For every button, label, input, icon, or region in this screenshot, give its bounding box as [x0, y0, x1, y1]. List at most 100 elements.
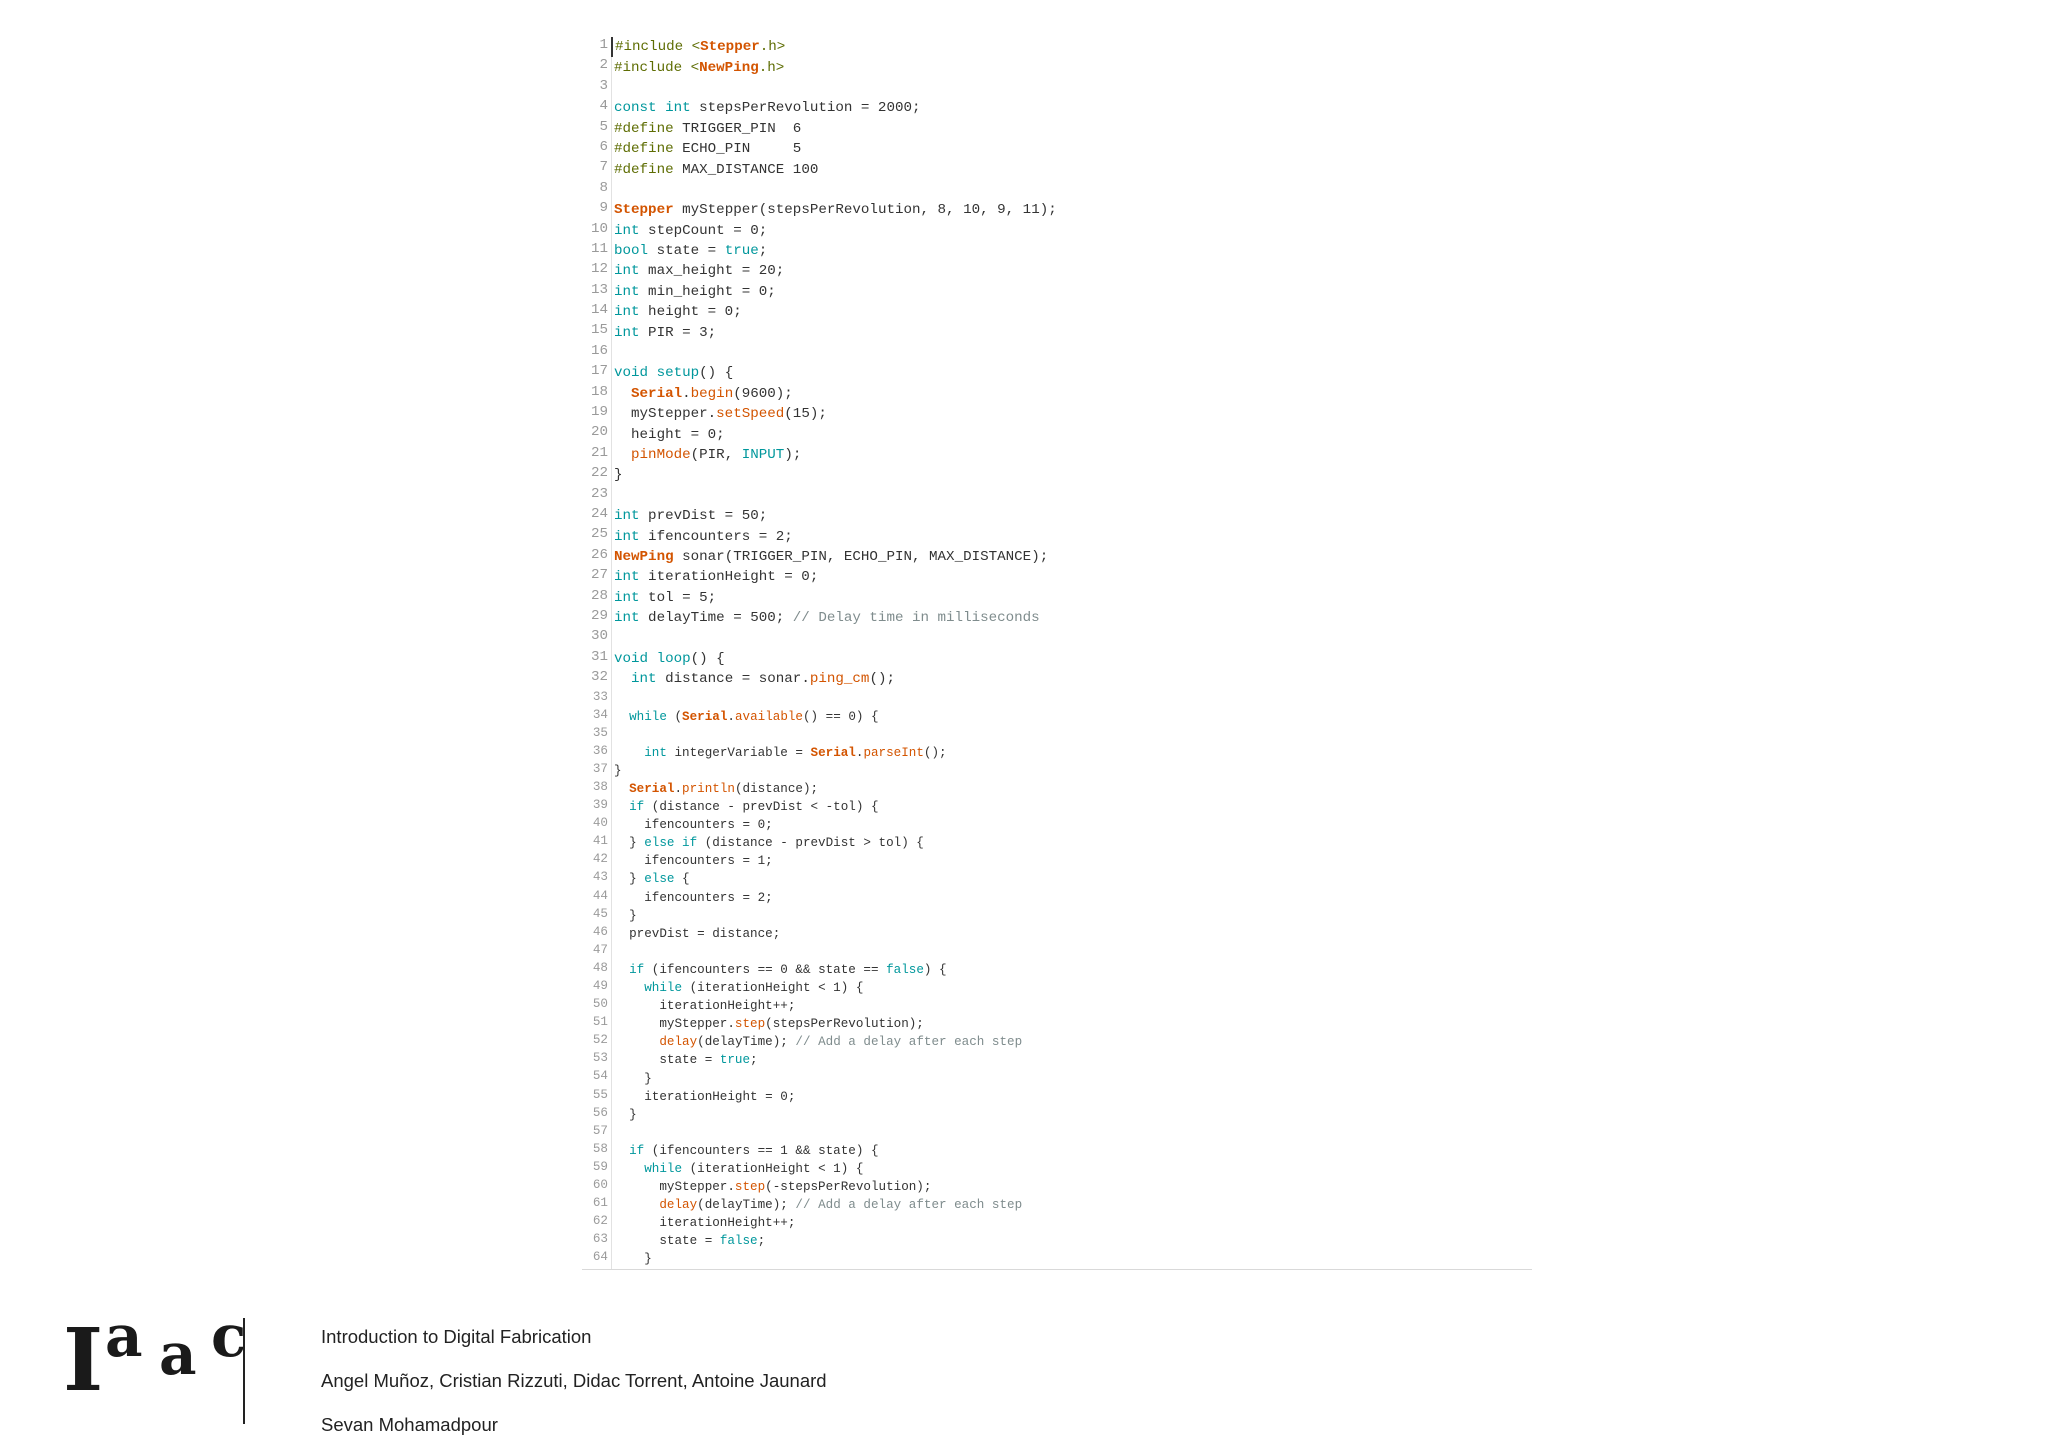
code-line[interactable]: 36 int integerVariable = Serial.parseInt… — [582, 743, 1532, 762]
code-text: } — [614, 1108, 1532, 1122]
code-line[interactable]: 64 } — [582, 1250, 1532, 1269]
code-line[interactable]: 50 iterationHeight++; — [582, 997, 1532, 1016]
code-line[interactable]: 19 myStepper.setSpeed(15); — [582, 404, 1532, 425]
code-line[interactable]: 2#include <NewPing.h> — [582, 57, 1532, 78]
code-line[interactable]: 54 } — [582, 1069, 1532, 1088]
code-line[interactable]: 59 while (iterationHeight < 1) { — [582, 1159, 1532, 1179]
line-number: 23 — [582, 485, 612, 506]
code-token: . — [674, 782, 683, 797]
code-line[interactable]: 7#define MAX_DISTANCE 100 — [582, 159, 1532, 180]
code-token: setSpeed — [716, 406, 785, 423]
code-line[interactable]: 37} — [582, 761, 1532, 780]
code-line[interactable]: 8 — [582, 179, 1532, 201]
line-number: 56 — [582, 1105, 612, 1124]
code-token: while — [644, 1161, 683, 1176]
code-line[interactable]: 30 — [582, 628, 1532, 649]
code-line[interactable]: 33 — [582, 689, 1532, 708]
code-line[interactable]: 61 delay(delayTime); // Add a delay afte… — [582, 1196, 1532, 1215]
code-line[interactable]: 23 — [582, 485, 1532, 506]
code-line[interactable]: 47 — [582, 942, 1532, 961]
code-line[interactable]: 56 } — [582, 1105, 1532, 1124]
code-token: println — [682, 782, 735, 797]
code-line[interactable]: 40 ifencounters = 0; — [582, 816, 1532, 835]
code-token: height = 0; — [614, 426, 725, 443]
code-text: int distance = sonar.ping_cm(); — [614, 671, 1532, 687]
code-line[interactable]: 21 pinMode(PIR, INPUT); — [582, 444, 1532, 466]
code-line[interactable]: 1#include <Stepper.h> — [582, 37, 1532, 58]
code-text: } else if (distance - prevDist > tol) { — [614, 836, 1532, 850]
code-text: delay(delayTime); // Add a delay after e… — [614, 1198, 1532, 1212]
code-token: const int — [614, 100, 691, 117]
code-line[interactable]: 22} — [582, 465, 1532, 486]
code-token: else — [644, 872, 675, 887]
code-line[interactable]: 55 iterationHeight = 0; — [582, 1087, 1532, 1106]
code-token: Serial — [810, 745, 856, 760]
code-line[interactable]: 43 } else { — [582, 870, 1532, 889]
code-line[interactable]: 63 state = false; — [582, 1232, 1532, 1251]
code-line[interactable]: 18 Serial.begin(9600); — [582, 383, 1532, 405]
code-line[interactable]: 3 — [582, 77, 1532, 99]
code-text: if (distance - prevDist < -tol) { — [614, 800, 1532, 814]
footer-divider — [243, 1318, 245, 1424]
code-line[interactable]: 52 delay(delayTime); // Add a delay afte… — [582, 1033, 1532, 1052]
code-line[interactable]: 41 } else if (distance - prevDist > tol)… — [582, 834, 1532, 853]
code-line[interactable]: 35 — [582, 725, 1532, 744]
code-editor[interactable]: 1#include <Stepper.h>2#include <NewPing.… — [582, 37, 1532, 1270]
code-line[interactable]: 58 if (ifencounters == 1 && state) { — [582, 1141, 1532, 1160]
course-title: Introduction to Digital Fabrication — [321, 1326, 592, 1347]
code-token: } — [614, 908, 637, 923]
code-line[interactable]: 42 ifencounters = 1; — [582, 852, 1532, 871]
code-text: prevDist = distance; — [614, 927, 1532, 941]
code-line[interactable]: 16 — [582, 342, 1532, 364]
code-line[interactable]: 5#define TRIGGER_PIN 6 — [582, 118, 1532, 139]
code-token: Serial — [629, 782, 675, 797]
code-line[interactable]: 20 height = 0; — [582, 424, 1532, 445]
code-line[interactable]: 38 Serial.println(distance); — [582, 779, 1532, 799]
code-token — [614, 447, 631, 463]
line-number: 27 — [582, 567, 612, 588]
line-number: 55 — [582, 1087, 612, 1106]
code-line[interactable]: 32 int distance = sonar.ping_cm(); — [582, 669, 1532, 690]
code-line[interactable]: 45 } — [582, 906, 1532, 925]
code-token: (); — [869, 671, 895, 688]
code-text: while (iterationHeight < 1) { — [614, 1162, 1532, 1176]
code-token: loop — [656, 650, 691, 667]
line-number: 21 — [582, 444, 612, 466]
code-token: int — [631, 671, 657, 688]
code-line[interactable]: 49 while (iterationHeight < 1) { — [582, 979, 1532, 998]
code-line[interactable]: 34 while (Serial.available() == 0) { — [582, 707, 1532, 726]
code-line[interactable]: 62 iterationHeight++; — [582, 1214, 1532, 1233]
code-line[interactable]: 6#define ECHO_PIN 5 — [582, 138, 1532, 160]
code-text: int delayTime = 500; // Delay time in mi… — [614, 610, 1532, 626]
code-token: delay — [659, 1198, 698, 1213]
line-number: 26 — [582, 546, 612, 568]
code-line[interactable]: 48 if (ifencounters == 0 && state == fal… — [582, 960, 1532, 979]
code-token: Stepper — [700, 39, 760, 56]
code-line[interactable]: 53 state = true; — [582, 1051, 1532, 1070]
code-line[interactable]: 60 myStepper.step(-stepsPerRevolution); — [582, 1178, 1532, 1197]
code-line[interactable]: 57 — [582, 1123, 1532, 1142]
code-line[interactable]: 46 prevDist = distance; — [582, 924, 1532, 943]
code-line[interactable]: 44 ifencounters = 2; — [582, 888, 1532, 907]
line-number: 45 — [582, 906, 612, 925]
code-line[interactable]: 39 if (distance - prevDist < -tol) { — [582, 798, 1532, 817]
line-number: 62 — [582, 1214, 612, 1233]
code-line[interactable]: 51 myStepper.step(stepsPerRevolution); — [582, 1015, 1532, 1034]
code-token: // Delay time in milliseconds — [792, 610, 1040, 627]
